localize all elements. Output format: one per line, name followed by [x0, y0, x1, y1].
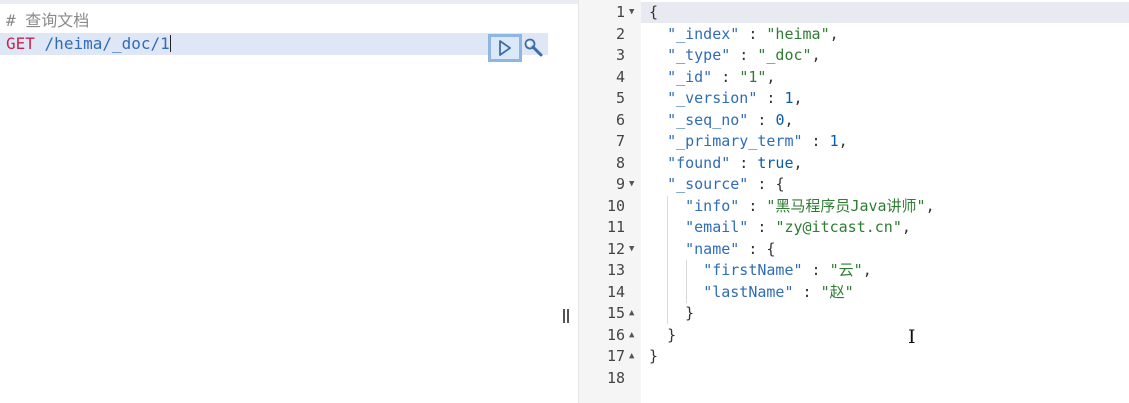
- indent-guide: [667, 196, 668, 324]
- code-line: "firstName" : "云",: [703, 261, 872, 279]
- line-number: 18: [606, 368, 625, 387]
- request-comment: # 查询文档: [6, 11, 90, 30]
- line-number: 6: [615, 110, 625, 129]
- line-number: 14: [606, 282, 625, 301]
- line-number: 9: [615, 175, 625, 193]
- play-icon: [499, 40, 511, 56]
- fold-collapse-icon[interactable]: ▼: [629, 7, 635, 17]
- line-number: 13: [606, 261, 625, 279]
- indent-guide: [686, 260, 687, 303]
- code-line: "_primary_term" : 1,: [667, 132, 848, 150]
- code-line: "lastName" : "赵": [703, 282, 854, 301]
- code-line: "_source" : {: [667, 175, 785, 193]
- pane-resize-handle[interactable]: [563, 309, 571, 325]
- code-line: "_id" : "1",: [667, 67, 776, 86]
- code-line: "_index" : "heima",: [667, 24, 839, 43]
- code-line: }: [685, 304, 695, 322]
- line-number: 8: [615, 153, 625, 172]
- line-number: 1: [615, 3, 625, 21]
- code-line: "name" : {: [685, 239, 776, 258]
- text-cursor: [169, 35, 171, 52]
- request-settings-button[interactable]: [522, 36, 546, 60]
- fold-end-icon[interactable]: ▲: [629, 351, 635, 361]
- code-line: "_type" : "_doc",: [667, 46, 821, 64]
- code-line: "_version" : 1,: [667, 89, 803, 107]
- active-request-highlight: [0, 33, 548, 55]
- line-number: 16: [606, 325, 625, 344]
- request-method: GET: [6, 34, 35, 53]
- line-number: 7: [615, 132, 625, 150]
- line-number: 12: [606, 239, 625, 258]
- line-number: 17: [606, 347, 625, 365]
- line-number: 3: [615, 46, 625, 64]
- run-request-button[interactable]: [488, 34, 522, 62]
- line-number: 10: [606, 196, 625, 215]
- line-number: 4: [615, 67, 625, 86]
- code-line: "info" : "黑马程序员Java讲师",: [685, 196, 935, 215]
- top-strip: [0, 0, 578, 4]
- active-line-highlight: [641, 2, 1129, 23]
- mouse-ibeam-cursor: I: [908, 326, 916, 348]
- code-line: "_seq_no" : 0,: [667, 110, 794, 129]
- fold-end-icon[interactable]: ▲: [629, 308, 635, 318]
- code-line: {: [649, 3, 659, 21]
- line-number: 15: [606, 304, 625, 322]
- request-line[interactable]: GET /heima/_doc/1: [6, 33, 171, 55]
- fold-collapse-icon[interactable]: ▼: [629, 179, 635, 189]
- code-line: "email" : "zy@itcast.cn",: [685, 218, 911, 236]
- line-number: 2: [615, 24, 625, 43]
- request-path: /heima/_doc/1: [44, 34, 170, 53]
- code-line: }: [667, 325, 677, 344]
- code-line: "found" : true,: [667, 153, 803, 172]
- line-number: 5: [615, 89, 625, 107]
- fold-end-icon[interactable]: ▲: [629, 329, 635, 340]
- line-number: 11: [606, 218, 625, 236]
- wrench-icon: [524, 38, 543, 57]
- request-editor[interactable]: [0, 4, 558, 403]
- code-line: }: [649, 347, 659, 365]
- line-number-gutter: [579, 0, 641, 403]
- fold-collapse-icon[interactable]: ▼: [629, 243, 635, 254]
- response-viewer[interactable]: 1 2 3 4 5 6 7 8 9 10 11 12 13 14 15 16 1…: [578, 0, 1129, 403]
